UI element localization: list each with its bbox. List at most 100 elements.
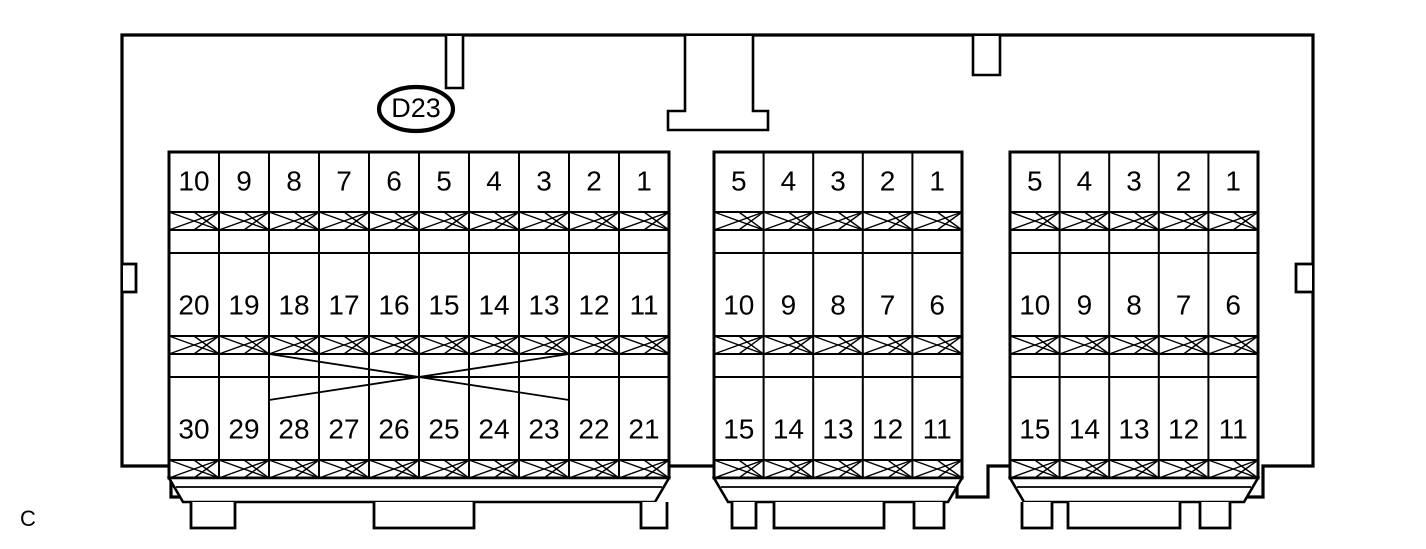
pin-number: 3 bbox=[830, 165, 846, 196]
terminal-chevron bbox=[243, 459, 270, 479]
terminal-x bbox=[418, 335, 470, 355]
base-plate bbox=[166, 476, 672, 504]
base-foot bbox=[1066, 502, 1182, 530]
terminal-chevron bbox=[543, 459, 570, 479]
terminal-band bbox=[168, 335, 670, 355]
terminal-x bbox=[1009, 459, 1060, 479]
base-foot bbox=[1198, 502, 1232, 530]
pin-number: 15 bbox=[1019, 413, 1050, 444]
terminal-x bbox=[912, 459, 963, 479]
pin-number: 5 bbox=[731, 165, 747, 196]
pin-number: 22 bbox=[578, 413, 609, 444]
terminal-x bbox=[518, 335, 570, 355]
pin-number: 16 bbox=[378, 289, 409, 320]
pin-number: 1 bbox=[929, 165, 945, 196]
terminal-chevron bbox=[243, 335, 270, 355]
terminal-x bbox=[862, 459, 913, 479]
pin-number: 17 bbox=[328, 289, 359, 320]
terminal-x bbox=[1009, 335, 1060, 355]
terminal-x bbox=[1158, 335, 1209, 355]
pin-number: 9 bbox=[781, 289, 797, 320]
terminal-x bbox=[518, 459, 570, 479]
pin-number: 5 bbox=[436, 165, 452, 196]
terminal-chevron bbox=[787, 335, 814, 355]
terminal-chevron bbox=[243, 211, 270, 231]
terminal-x bbox=[268, 335, 320, 355]
terminal-chevron bbox=[343, 459, 370, 479]
terminal-x bbox=[812, 335, 864, 355]
pin-number: 11 bbox=[629, 289, 658, 320]
terminal-chevron bbox=[837, 459, 864, 479]
terminal-chevron bbox=[1232, 459, 1259, 479]
pin-number: 4 bbox=[486, 165, 502, 196]
pin-number: 26 bbox=[378, 413, 409, 444]
terminal-chevron bbox=[1083, 211, 1110, 231]
terminal-x bbox=[1059, 459, 1110, 479]
base-foot bbox=[912, 502, 946, 530]
pin-number: 12 bbox=[578, 289, 609, 320]
base-plate bbox=[1007, 476, 1261, 504]
terminal-x bbox=[618, 335, 670, 355]
terminal-chevron bbox=[1133, 459, 1160, 479]
terminal-x bbox=[912, 211, 963, 231]
pin-number: 8 bbox=[1126, 289, 1142, 320]
pin-number: 13 bbox=[1118, 413, 1149, 444]
base-foot bbox=[639, 502, 669, 530]
terminal-x bbox=[1208, 335, 1259, 355]
terminal-x bbox=[1108, 459, 1160, 479]
terminal-chevron bbox=[1034, 335, 1061, 355]
terminal-x bbox=[618, 211, 670, 231]
terminal-x bbox=[218, 211, 270, 231]
pin-number: 14 bbox=[1069, 413, 1100, 444]
top-tab-right bbox=[971, 36, 1002, 77]
pin-number: 2 bbox=[1176, 165, 1192, 196]
terminal-chevron bbox=[1083, 459, 1110, 479]
pin-number: 11 bbox=[923, 413, 952, 444]
base-foot bbox=[372, 502, 476, 530]
pin-number: 12 bbox=[872, 413, 903, 444]
pin-number: 12 bbox=[1168, 413, 1199, 444]
pin-number: 15 bbox=[428, 289, 459, 320]
terminal-x bbox=[1208, 211, 1259, 231]
terminal-chevron bbox=[193, 335, 220, 355]
pin-number: 3 bbox=[1126, 165, 1142, 196]
pin-number: 14 bbox=[478, 289, 509, 320]
terminal-band bbox=[168, 459, 670, 479]
pin-number: 7 bbox=[880, 289, 896, 320]
terminal-x bbox=[862, 211, 913, 231]
terminal-x bbox=[418, 459, 470, 479]
terminal-chevron bbox=[887, 211, 913, 231]
terminal-chevron bbox=[443, 335, 470, 355]
terminal-chevron bbox=[293, 459, 320, 479]
terminal-chevron bbox=[643, 335, 670, 355]
top-tab-left bbox=[444, 36, 465, 90]
terminal-x bbox=[368, 459, 420, 479]
terminal-band bbox=[713, 459, 963, 479]
terminal-chevron bbox=[738, 335, 765, 355]
terminal-x bbox=[368, 211, 420, 231]
terminal-x bbox=[568, 459, 620, 479]
terminal-chevron bbox=[1183, 335, 1209, 355]
pin-number: 7 bbox=[336, 165, 352, 196]
pin-number: 10 bbox=[723, 289, 754, 320]
terminal-chevron bbox=[393, 211, 420, 231]
terminal-chevron bbox=[193, 211, 220, 231]
pin-number: 25 bbox=[428, 413, 459, 444]
terminal-chevron bbox=[936, 459, 963, 479]
terminal-x bbox=[618, 459, 670, 479]
top-tab-center bbox=[666, 36, 770, 132]
terminal-band bbox=[1009, 211, 1259, 231]
connector-id-oval bbox=[376, 84, 456, 134]
terminal-chevron bbox=[837, 211, 864, 231]
terminal-x bbox=[168, 211, 220, 231]
terminal-chevron bbox=[787, 459, 814, 479]
terminal-chevron bbox=[1083, 335, 1110, 355]
terminal-chevron bbox=[1232, 211, 1259, 231]
terminal-x bbox=[763, 459, 814, 479]
terminal-chevron bbox=[593, 211, 620, 231]
terminal-chevron bbox=[1183, 211, 1209, 231]
